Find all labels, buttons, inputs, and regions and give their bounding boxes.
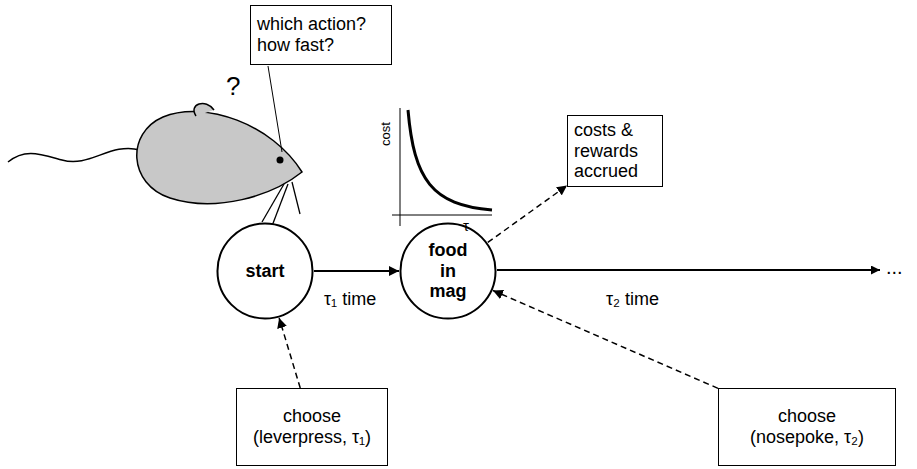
question-mark: ?: [226, 72, 240, 101]
transition-arrow: [314, 270, 399, 272]
graph-axes: [392, 108, 492, 226]
text-holder: which action? how fast?: [257, 14, 385, 55]
state-circle: food in mag: [399, 222, 497, 320]
text-holder: food in mag: [423, 240, 473, 302]
dashed-arrow: [488, 186, 567, 243]
node-text: costs & rewards accrued: [574, 120, 656, 182]
choice-box: choose (nosepoke, τ₂): [718, 388, 896, 466]
ellipsis: ...: [886, 256, 903, 278]
circle-outline: [217, 223, 312, 318]
text-holder: choose (nosepoke, τ₂): [738, 406, 876, 447]
node-text: start: [245, 261, 284, 282]
transition-label: τ₁ time: [324, 290, 376, 310]
outcome-box: costs & rewards accrued: [567, 115, 663, 187]
node-text: choose (leverpress, τ₁): [243, 406, 381, 447]
node-text: food in mag: [423, 240, 473, 302]
mouse-ear: [194, 103, 214, 116]
mouse-tail: [8, 148, 140, 162]
circle-outline: [400, 223, 495, 318]
dashed-arrow: [493, 291, 718, 389]
cost-graph: [392, 108, 492, 226]
mouse-eye: [277, 157, 284, 164]
continuation-arrow: [497, 269, 880, 271]
callout-leader: [268, 66, 282, 152]
cost-curve: [408, 110, 492, 210]
text-holder: choose (leverpress, τ₁): [243, 406, 381, 447]
dashed-arrow: [279, 318, 300, 388]
text-holder: start: [245, 261, 284, 282]
callout-box: which action? how fast?: [250, 5, 392, 65]
node-text: which action? how fast?: [257, 14, 385, 55]
text-holder: costs & rewards accrued: [574, 120, 656, 182]
state-circle: start: [216, 222, 314, 320]
node-text: choose (nosepoke, τ₂): [738, 406, 876, 447]
axis-label: τ: [463, 218, 469, 235]
choice-box: choose (leverpress, τ₁): [236, 388, 388, 466]
mouse-whiskers: [262, 182, 300, 226]
transition-label: τ₂ time: [606, 290, 659, 310]
axis-label: cost: [379, 122, 393, 146]
